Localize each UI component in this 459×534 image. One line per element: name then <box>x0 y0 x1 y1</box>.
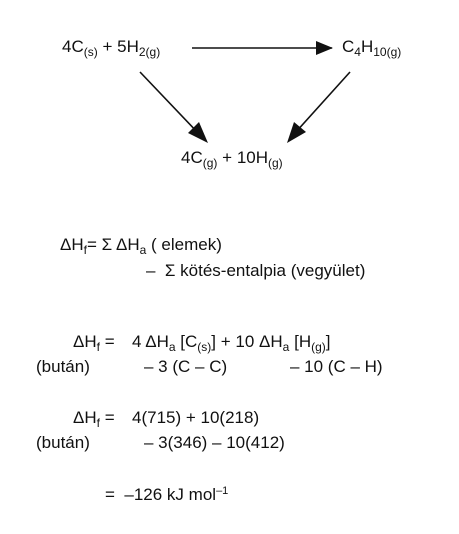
numeric-lhs-sub: f <box>96 416 100 430</box>
reactant-hydrogen: 5H <box>117 37 139 56</box>
reactant-carbon-state: (s) <box>83 45 98 59</box>
atoms-hydrogen: 10H <box>236 148 268 167</box>
formula-label: (bután) <box>36 357 90 376</box>
arrowhead-product <box>316 41 333 55</box>
formula-equals: = <box>104 332 115 351</box>
reactant-plus: + <box>102 37 113 56</box>
atoms-expression: 4C(g) + 10H(g) <box>181 148 283 170</box>
definition-line-2: – Σ kötés-entalpia (vegyület) <box>146 261 365 281</box>
numeric-line-1: 4(715) + 10(218) <box>132 408 260 427</box>
definition-minus: – <box>146 261 156 280</box>
atoms-carbon: 4C <box>181 148 203 167</box>
definition-bond-enthalpy: kötés-entalpia (vegyület) <box>180 261 366 280</box>
numeric-lhs-symbol: ΔH <box>73 408 97 427</box>
formula-line-1: 4 ΔHa [C(s)] + 10 ΔHa [H(g)] <box>132 332 331 354</box>
result-equals: = <box>105 485 115 504</box>
formula-lhs-sub: f <box>96 340 100 354</box>
result-line: = –126 kJ mol–1 <box>105 485 228 505</box>
formula-term-carbon-sub: (s) <box>197 340 212 354</box>
atoms-hydrogen-state: (g) <box>268 156 283 170</box>
formula-lhs: ΔHf = <box>73 332 115 354</box>
definition-lhs-sub: f <box>83 243 87 257</box>
reactants-expression: 4C(s) + 5H2(g) <box>62 37 161 59</box>
arrow-product-to-atoms <box>294 71 351 134</box>
numeric-label: (bután) <box>36 433 90 452</box>
definition-lhs: ΔH <box>60 235 84 254</box>
formula-term-close: ] <box>325 332 331 351</box>
product-hydrogen-sub: 10(g) <box>373 45 402 59</box>
atoms-plus: + <box>222 148 233 167</box>
formula-line-2b: – 10 (C – H) <box>290 357 383 376</box>
arrow-reactants-to-atoms <box>139 71 201 136</box>
arrowhead-atoms-left <box>188 122 208 143</box>
result-exponent: –1 <box>216 485 229 497</box>
formula-term-hydrogen: [H <box>294 332 312 351</box>
formula-term-carbon-dh-sub: a <box>168 340 176 354</box>
formula-term-hydrogen-dh-sub: a <box>282 340 290 354</box>
product-expression: C4H10(g) <box>342 37 402 59</box>
definition-sigma-2: Σ <box>164 261 176 280</box>
numeric-lhs: ΔHf = <box>73 408 115 430</box>
formula-line-2a: – 3 (C – C) <box>144 357 228 376</box>
definition-sigma-1: Σ <box>101 235 113 254</box>
atoms-carbon-state: (g) <box>202 156 218 170</box>
definition-dh-atomization-sub: a <box>139 243 147 257</box>
definition-dh-atomization: ΔH <box>115 235 140 254</box>
product-carbon: C <box>342 37 355 56</box>
reactant-carbon: 4C <box>62 37 84 56</box>
definition-equals: = <box>86 235 97 254</box>
reactant-hydrogen-sub: 2(g) <box>138 45 161 59</box>
numeric-equals: = <box>104 408 115 427</box>
definition-line-1: ΔHf= Σ ΔHa ( elemek) <box>60 235 222 257</box>
product-carbon-sub: 4 <box>354 45 361 59</box>
definition-elements: ( elemek) <box>151 235 222 254</box>
product-hydrogen: H <box>360 37 374 56</box>
formula-term-carbon-dh: 4 ΔH <box>132 332 169 351</box>
formula-term-carbon: [C <box>180 332 198 351</box>
formula-term-hydrogen-sub: (g) <box>311 340 326 354</box>
result-value: –126 kJ mol <box>124 485 217 504</box>
formula-lhs-symbol: ΔH <box>73 332 97 351</box>
formula-term-hydrogen-dh: ] + 10 ΔH <box>211 332 283 351</box>
arrowhead-atoms-right <box>287 122 306 143</box>
numeric-line-2: – 3(346) – 10(412) <box>144 433 285 452</box>
